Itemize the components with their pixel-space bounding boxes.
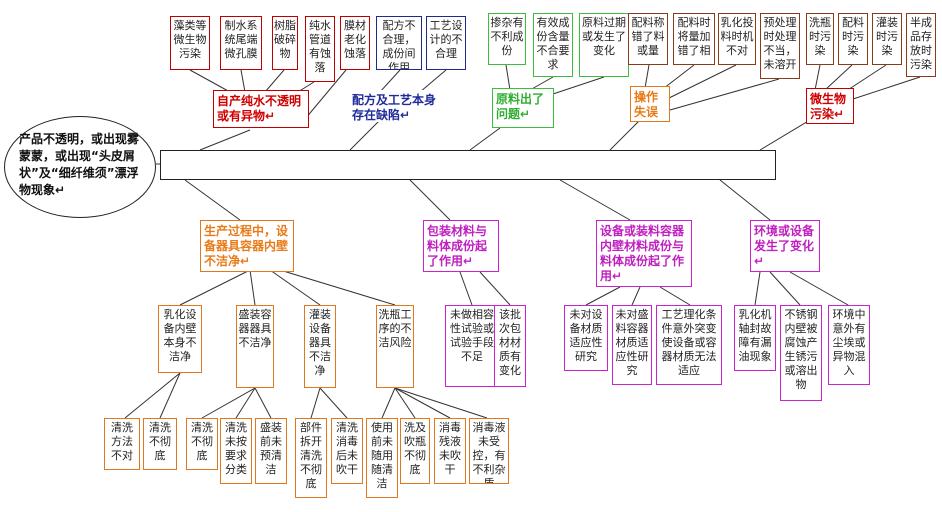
cause-item: 配料称错了料或量 <box>628 13 668 65</box>
cause-item: 洗瓶时污染 <box>806 13 834 65</box>
cause-item: 消毒液未受控，有不利杂质 <box>469 418 509 484</box>
cause-item: 清洗不彻底 <box>143 418 177 470</box>
cause-category: 微生物污染↵ <box>806 88 854 124</box>
cause-item: 清洗不彻底 <box>186 418 218 470</box>
cause-category: 设备或装料容器内壁材料成份与料体成份起了作用↵ <box>596 220 692 287</box>
cause-category: 操作失误↵ <box>630 86 670 122</box>
cause-item: 清洗未按要求分类 <box>220 418 252 484</box>
cause-item: 未对设备材质适应性研究 <box>564 305 608 371</box>
cause-item: 未做相容性试验或试验手段不足 <box>445 305 499 387</box>
sub-cause: 灌装设备器具不洁净 <box>304 305 336 388</box>
cause-item: 制水系统尾端微孔膜 <box>220 16 262 70</box>
cause-item: 配料时将量加错了相 <box>673 13 715 65</box>
cause-item: 原料过期或发生了变化 <box>579 13 629 77</box>
cause-category: 环境或设备发生了变化↵ <box>750 220 820 272</box>
cause-item: 配料时污染 <box>838 13 868 65</box>
cause-category: 自产纯水不透明或有异物↵ <box>213 90 309 128</box>
cause-item: 掺杂有不利成份 <box>488 13 526 65</box>
main-spine <box>160 150 776 180</box>
problem-ellipse: 产品不透明，或出现雾蒙蒙，或出现“头皮屑状”及“细纤维须”漂浮物现象↵ <box>4 116 156 218</box>
cause-item: 该批次包材材质有变化 <box>494 305 526 387</box>
cause-category: 原料出了问题↵ <box>492 88 554 128</box>
cause-item: 乳化投料时机不对 <box>718 13 756 65</box>
cause-item: 不锈钢内壁被腐蚀产生锈污或溶出物 <box>780 305 822 401</box>
cause-item: 消毒残液未吹干 <box>434 418 466 484</box>
cause-item: 清洗消毒后未吹干 <box>331 418 363 484</box>
cause-category: 配方及工艺本身存在缺陷↵ <box>349 90 445 122</box>
cause-item: 使用前未随用随清洁 <box>366 418 398 498</box>
cause-item: 树脂破碎物 <box>272 16 298 70</box>
cause-item: 预处理时处理不当，未溶开 <box>760 13 800 79</box>
cause-item: 配方不合理，成份间作用 <box>376 16 422 70</box>
cause-item: 有效成份含量不合要求 <box>533 13 573 77</box>
cause-item: 未对盛料容器材质适应性研究 <box>612 305 652 385</box>
cause-category: 包装材料与料体成份起了作用↵ <box>423 220 499 272</box>
cause-item: 部件拆开清洗不彻底 <box>295 418 327 498</box>
sub-cause: 洗瓶工序的不洁风险 <box>376 305 414 388</box>
cause-item: 工艺理化条件意外突变使设备或容器材质无法适应 <box>656 305 722 385</box>
cause-item: 工艺设计的不合理 <box>426 16 466 70</box>
cause-item: 洗及吹瓶不彻底 <box>400 418 430 484</box>
cause-item: 乳化机轴封故障有漏油现象 <box>734 305 776 371</box>
cause-item: 半成品存放时污染 <box>906 13 936 77</box>
cause-item: 清洗方法不对 <box>104 418 140 470</box>
cause-item: 纯水管道有蚀落 <box>305 16 335 82</box>
cause-item: 膜材老化蚀落 <box>340 16 370 70</box>
cause-item: 盛装前未预清洁 <box>255 418 287 484</box>
cause-item: 藻类等微生物污染 <box>170 16 210 70</box>
cause-category: 生产过程中，设备器具容器内壁不洁净↵ <box>200 220 294 272</box>
sub-cause: 盛装容器器具不洁净 <box>236 305 274 388</box>
cause-item: 环境中意外有尘埃或异物混入 <box>828 305 870 385</box>
cause-item: 灌装时污染 <box>872 13 902 65</box>
sub-cause: 乳化设备内壁本身不洁净 <box>158 305 202 373</box>
